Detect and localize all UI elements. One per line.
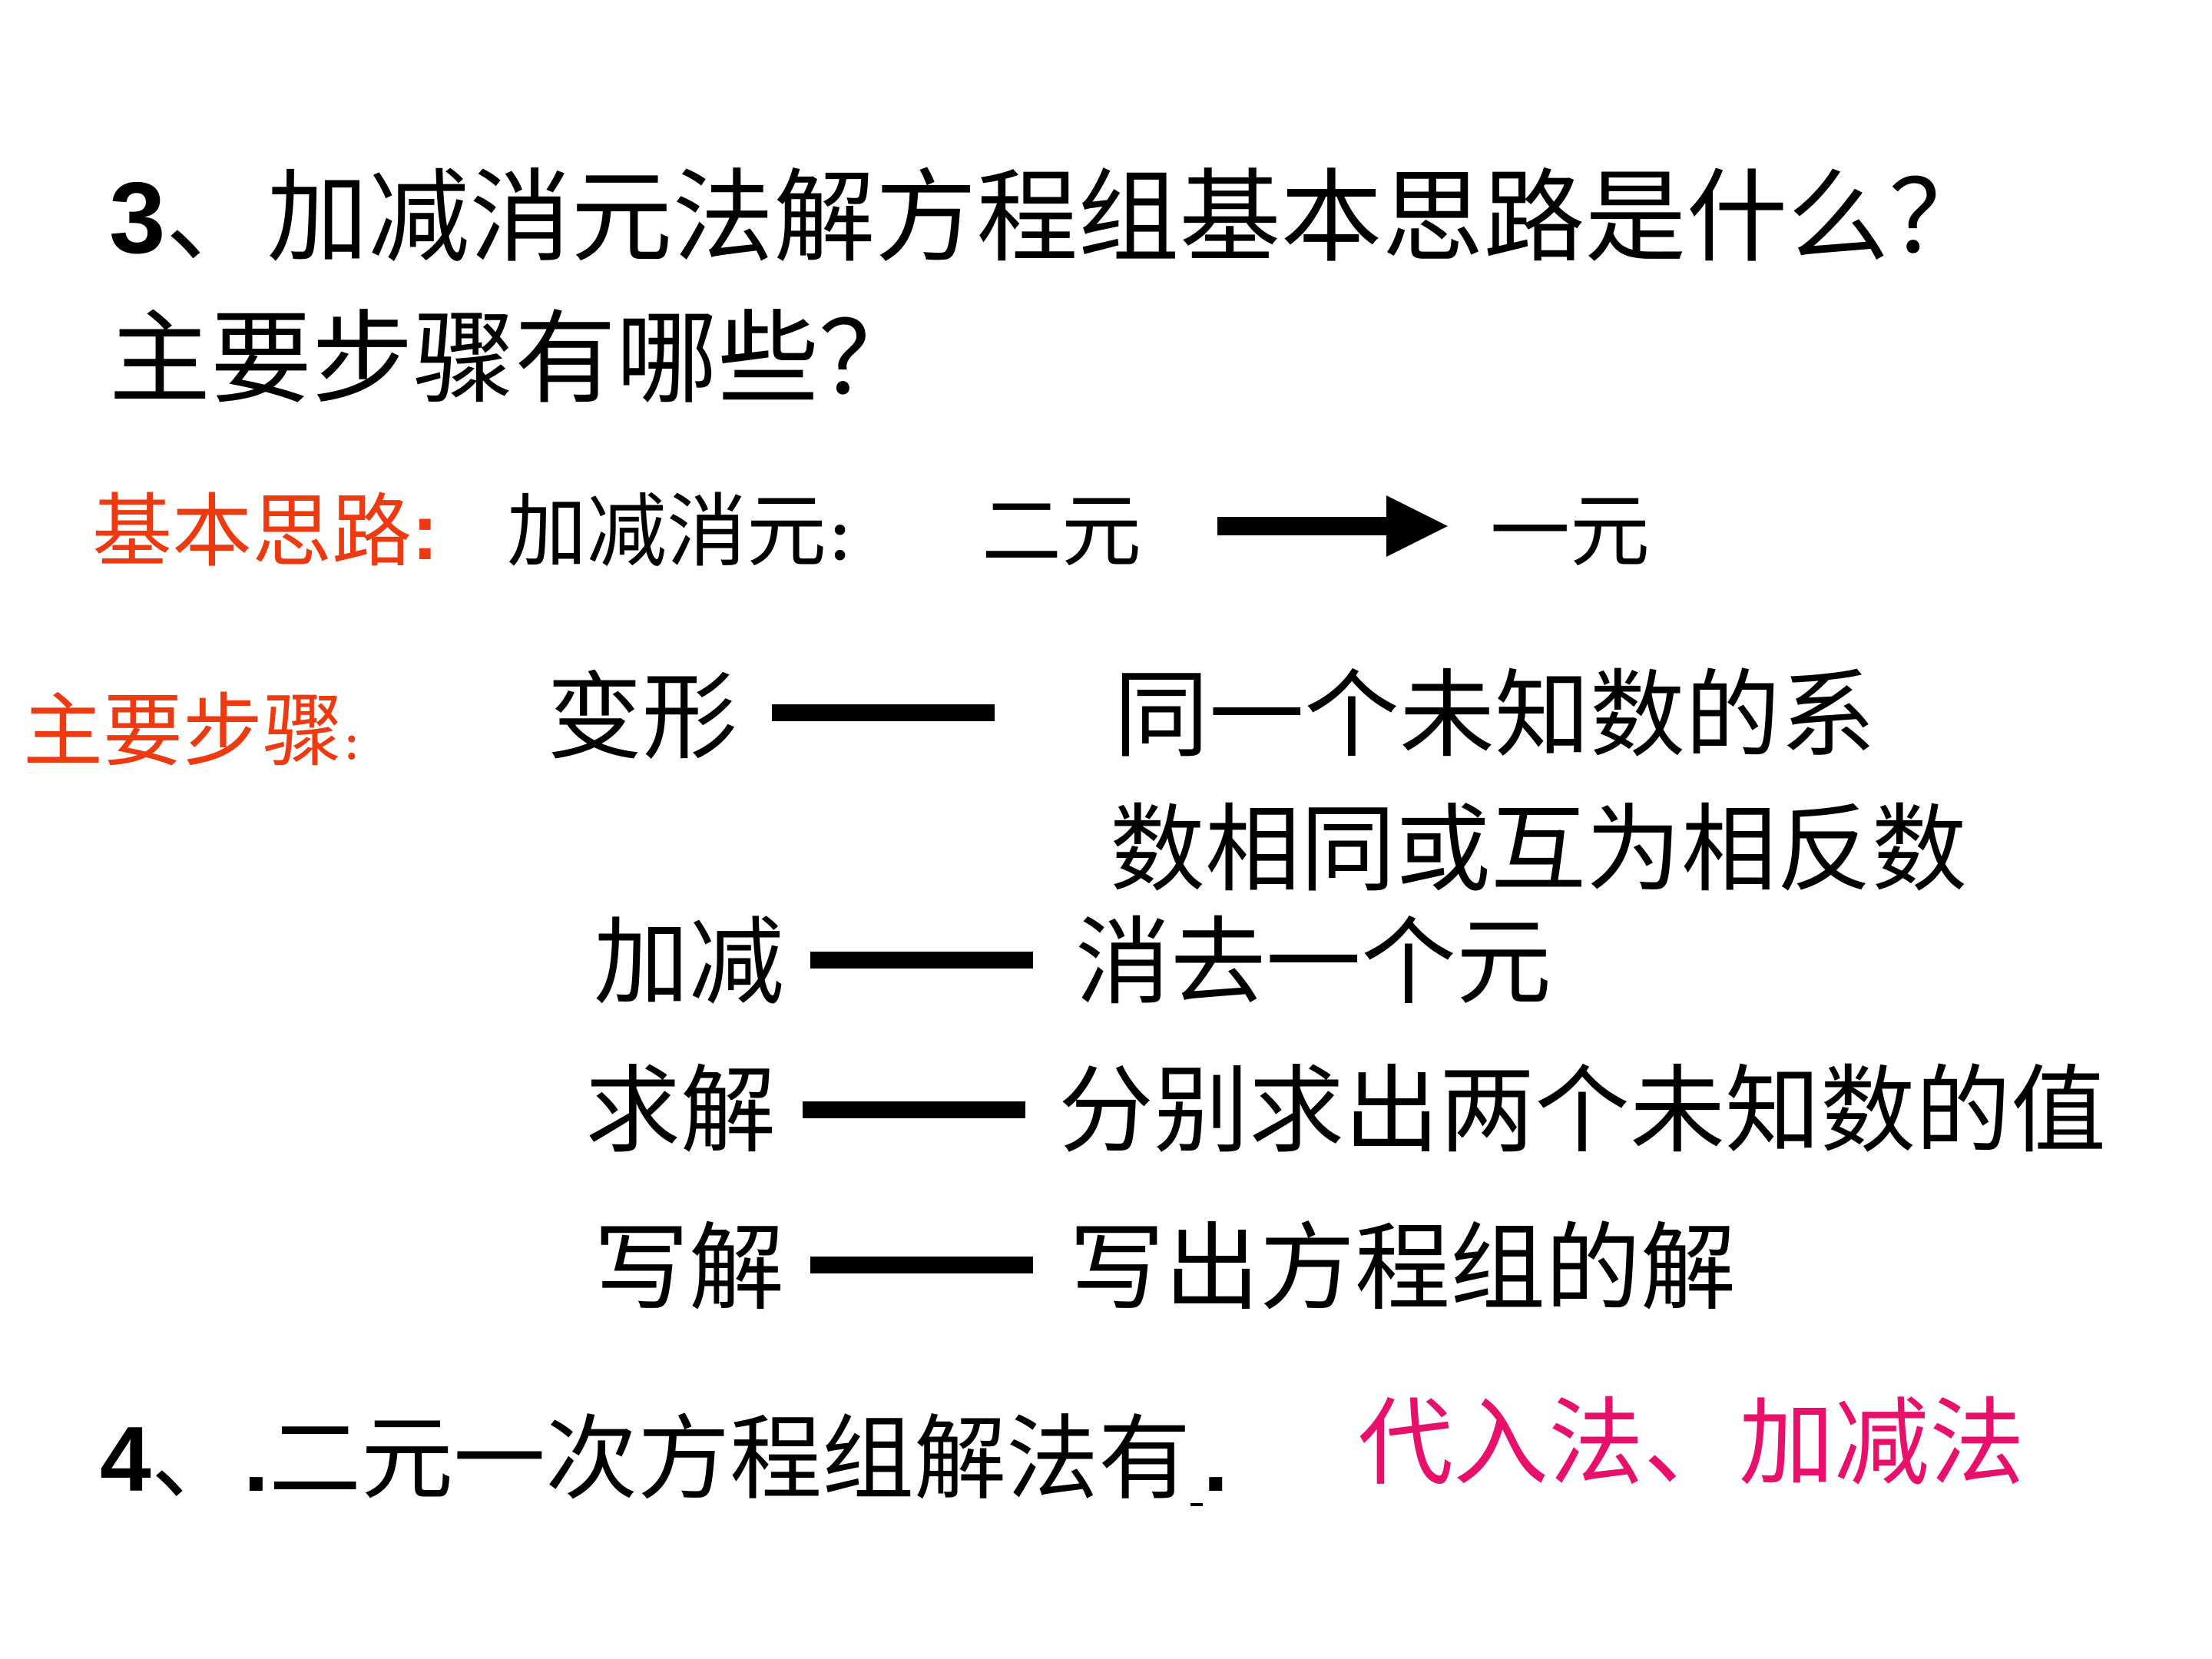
question-3-line-2: 主要步骤有哪些？ <box>109 300 920 419</box>
step-1-desc-line-1: 同一个未知数的系 <box>1114 661 1876 771</box>
step-2-name: 加减 <box>594 908 785 1018</box>
step-3-name: 求解 <box>585 1056 777 1167</box>
main-steps-label: 主要步骤: <box>23 691 361 771</box>
basic-idea-method: 加减消元: <box>507 485 854 578</box>
main-steps-label-text: 主要步骤 <box>23 684 343 778</box>
basic-idea-to: 一元 <box>1490 485 1651 578</box>
question-4-dot-2: . <box>1203 1408 1229 1511</box>
question-4-text: 二元一次方程组解法有 <box>269 1406 1191 1513</box>
question-4-dot-1: . <box>243 1408 270 1511</box>
step-1-name: 变形 <box>547 663 738 773</box>
question-4-blank <box>1190 1426 1204 1506</box>
question-3-line-1: 3、加减消元法解方程组基本思路是什么？ <box>109 167 1990 270</box>
question-3-number: 3 <box>109 161 166 274</box>
question-4-answer: 代入法、加减法 <box>1358 1389 2025 1499</box>
step-3-dash <box>803 1101 1025 1118</box>
basic-idea-colon: : <box>412 488 439 577</box>
step-2-desc: 消去一个元 <box>1075 908 1552 1018</box>
step-4-desc: 写出方程组的解 <box>1069 1214 1737 1324</box>
basic-idea-from: 二元 <box>982 485 1142 578</box>
question-4: 4、.二元一次方程组解法有. <box>100 1413 1228 1506</box>
question-4-number: 4 <box>100 1408 151 1511</box>
question-4-prefix: 、 <box>151 1406 243 1513</box>
basic-idea-label-text: 基本思路 <box>92 485 412 578</box>
step-4-dash <box>810 1257 1033 1273</box>
main-steps-colon: : <box>343 709 361 772</box>
right-arrow-icon <box>1217 495 1448 557</box>
question-3-text: 、加减消元法解方程组基本思路是什么？ <box>165 159 1991 277</box>
step-2-dash <box>810 952 1033 969</box>
step-4-name: 写解 <box>594 1214 785 1324</box>
basic-idea-label: 基本思路: <box>92 492 439 572</box>
step-3-desc: 分别求出两个未知数的值 <box>1058 1056 2107 1167</box>
step-1-desc-line-2: 数相同或互为相反数 <box>1110 795 1968 906</box>
step-1-dash <box>772 704 995 721</box>
